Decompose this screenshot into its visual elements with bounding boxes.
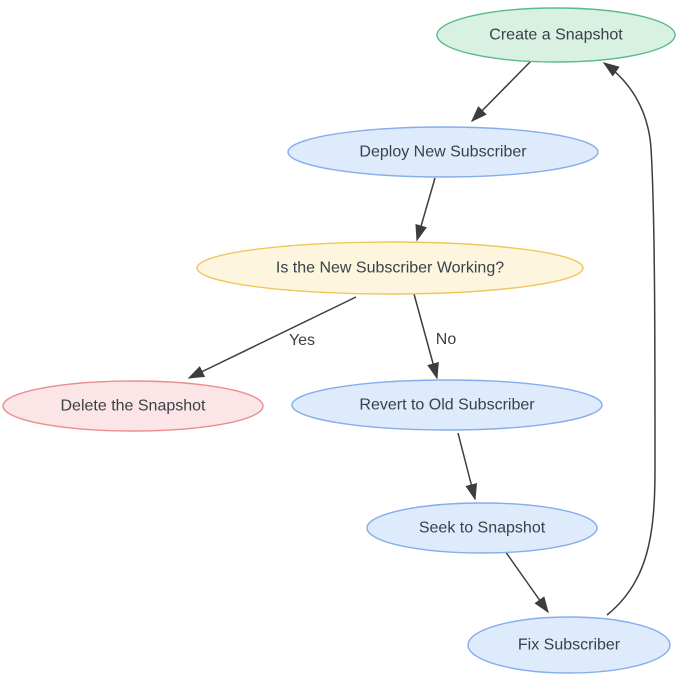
node-fix-subscriber-label: Fix Subscriber xyxy=(518,637,621,654)
node-create-snapshot-shape xyxy=(436,7,676,63)
node-deploy-new-subscriber: Deploy New Subscriber xyxy=(287,126,599,178)
node-seek-to-snapshot-shape xyxy=(366,502,598,554)
node-delete-snapshot-shape xyxy=(2,380,264,432)
node-deploy-new-subscriber-label: Deploy New Subscriber xyxy=(359,144,527,161)
edge-working-to-delete xyxy=(187,296,357,379)
edge-label-no: No xyxy=(436,331,457,348)
node-revert-old-subscriber-shape xyxy=(291,379,603,431)
node-delete-snapshot: Delete the Snapshot xyxy=(2,380,264,432)
node-create-snapshot: Create a Snapshot xyxy=(436,7,676,63)
node-revert-old-subscriber-label: Revert to Old Subscriber xyxy=(359,397,535,414)
node-revert-old-subscriber: Revert to Old Subscriber xyxy=(291,379,603,431)
node-fix-subscriber: Fix Subscriber xyxy=(467,616,671,674)
node-delete-snapshot-label: Delete the Snapshot xyxy=(61,398,207,415)
edge-group: Yes No xyxy=(187,60,656,616)
edge-seek-to-fix xyxy=(504,550,549,614)
node-create-snapshot-label: Create a Snapshot xyxy=(489,27,623,44)
edge-deploy-to-working xyxy=(415,177,436,242)
edge-working-to-revert xyxy=(413,293,439,380)
node-is-subscriber-working-label: Is the New Subscriber Working? xyxy=(276,260,504,277)
node-seek-to-snapshot: Seek to Snapshot xyxy=(366,502,598,554)
node-is-subscriber-working-shape xyxy=(196,241,584,295)
node-fix-subscriber-shape xyxy=(467,616,671,674)
edge-create-to-deploy xyxy=(470,60,532,123)
edge-revert-to-seek xyxy=(457,432,478,501)
node-deploy-new-subscriber-shape xyxy=(287,126,599,178)
node-is-subscriber-working: Is the New Subscriber Working? xyxy=(196,241,584,295)
node-seek-to-snapshot-label: Seek to Snapshot xyxy=(419,520,546,537)
edge-label-yes: Yes xyxy=(289,332,315,349)
edge-fix-to-create xyxy=(602,62,656,616)
